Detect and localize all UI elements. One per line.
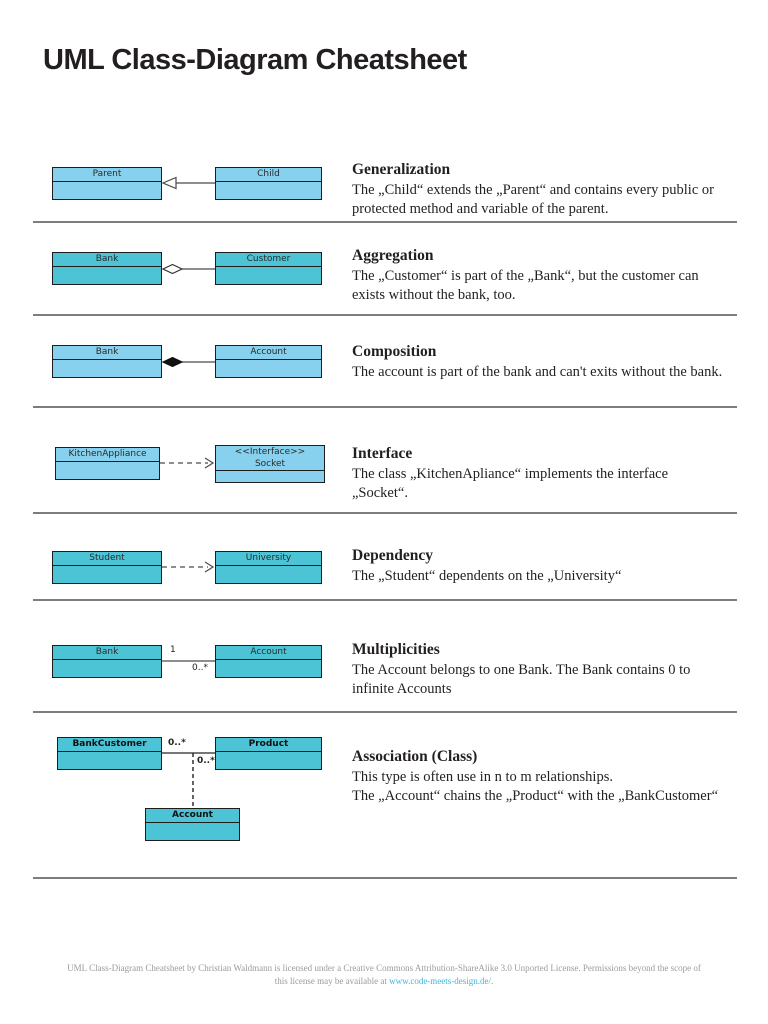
footer-link[interactable]: www.code-meets-design.de/. xyxy=(389,976,494,986)
section-divider xyxy=(33,314,737,316)
section-heading: Generalization xyxy=(352,161,451,178)
section-body: The „Customer“ is part of the „Bank“, bu… xyxy=(352,268,699,303)
class-name: BankCustomer xyxy=(58,738,161,752)
section-body: The „Child“ extends the „Parent“ and con… xyxy=(352,182,714,217)
section-heading: Multiplicities xyxy=(352,641,440,658)
class-name: Account xyxy=(146,809,239,823)
section-body: The class „KitchenApliance“ implements t… xyxy=(352,466,669,501)
class-name: Bank xyxy=(53,346,161,360)
dependency-arrow xyxy=(162,559,215,575)
section-body: This type is often use in n to m relatio… xyxy=(352,769,613,785)
section-divider xyxy=(33,512,737,514)
class-box-kitchenappliance: KitchenAppliance xyxy=(55,447,160,480)
license-text-line1: UML Class-Diagram Cheatsheet by Christia… xyxy=(67,963,701,973)
multiplicity-label: 1 xyxy=(170,645,176,655)
class-box-child: Child xyxy=(215,167,322,200)
section-heading: Composition xyxy=(352,343,437,360)
class-box-bank: Bank xyxy=(52,645,162,678)
class-name: Parent xyxy=(53,168,161,182)
section-body: The „Student“ dependents on the „Univers… xyxy=(352,568,622,584)
class-box-account: Account xyxy=(215,645,322,678)
class-box-product: Product xyxy=(215,737,322,770)
class-box-account: Account xyxy=(145,808,240,841)
class-name: Bank xyxy=(53,253,161,267)
section-heading: Aggregation xyxy=(352,247,434,264)
class-box-bankcustomer: BankCustomer xyxy=(57,737,162,770)
class-name: Product xyxy=(216,738,321,752)
multiplicity-label: 0..* xyxy=(168,738,186,748)
stereotype-label: <<Interface>> xyxy=(234,447,306,457)
license-footer: UML Class-Diagram Cheatsheet by Christia… xyxy=(0,962,768,988)
association-line xyxy=(162,745,215,761)
page-title: UML Class-Diagram Cheatsheet xyxy=(43,44,467,76)
section-divider xyxy=(33,406,737,408)
class-box-bank: Bank xyxy=(52,252,162,285)
section-divider xyxy=(33,599,737,601)
class-box-customer: Customer xyxy=(215,252,322,285)
section-divider xyxy=(33,711,737,713)
class-box-parent: Parent xyxy=(52,167,162,200)
multiplicity-label: 0..* xyxy=(197,756,215,766)
class-name: Child xyxy=(216,168,321,182)
realization-arrow xyxy=(160,455,215,471)
license-text-line2: this license may be available at www.cod… xyxy=(274,976,494,986)
generalization-arrow xyxy=(162,175,215,191)
section-body: The Account belongs to one Bank. The Ban… xyxy=(352,662,691,697)
section-heading: Association (Class) xyxy=(352,748,478,765)
class-box-university: University xyxy=(215,551,322,584)
multiplicity-label: 0..* xyxy=(192,663,208,673)
composition-diamond xyxy=(162,354,215,370)
association-class-dashed-line xyxy=(190,753,196,809)
section-divider xyxy=(33,221,737,223)
class-name: Account xyxy=(216,346,321,360)
aggregation-diamond xyxy=(162,261,215,277)
class-name: University xyxy=(216,552,321,566)
class-name: Socket xyxy=(254,459,286,469)
class-box-account: Account xyxy=(215,345,322,378)
section-heading: Interface xyxy=(352,445,413,462)
section-heading: Dependency xyxy=(352,547,433,564)
class-name: Account xyxy=(216,646,321,660)
class-box-student: Student xyxy=(52,551,162,584)
class-box-bank: Bank xyxy=(52,345,162,378)
section-body: The „Account“ chains the „Product“ with … xyxy=(352,787,719,804)
section-body: The account is part of the bank and can'… xyxy=(352,364,723,380)
association-line xyxy=(162,653,215,669)
class-box-socket: <<Interface>> Socket xyxy=(215,445,325,483)
class-name: KitchenAppliance xyxy=(56,448,159,462)
class-name: Student xyxy=(53,552,161,566)
section-divider xyxy=(33,877,737,879)
class-name: Bank xyxy=(53,646,161,660)
class-name: Customer xyxy=(216,253,321,267)
